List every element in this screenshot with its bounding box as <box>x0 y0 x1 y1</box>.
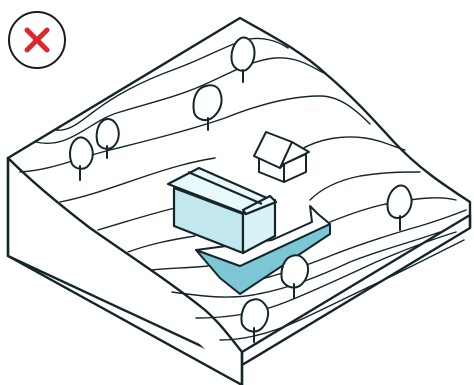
incorrect-badge <box>9 12 65 68</box>
